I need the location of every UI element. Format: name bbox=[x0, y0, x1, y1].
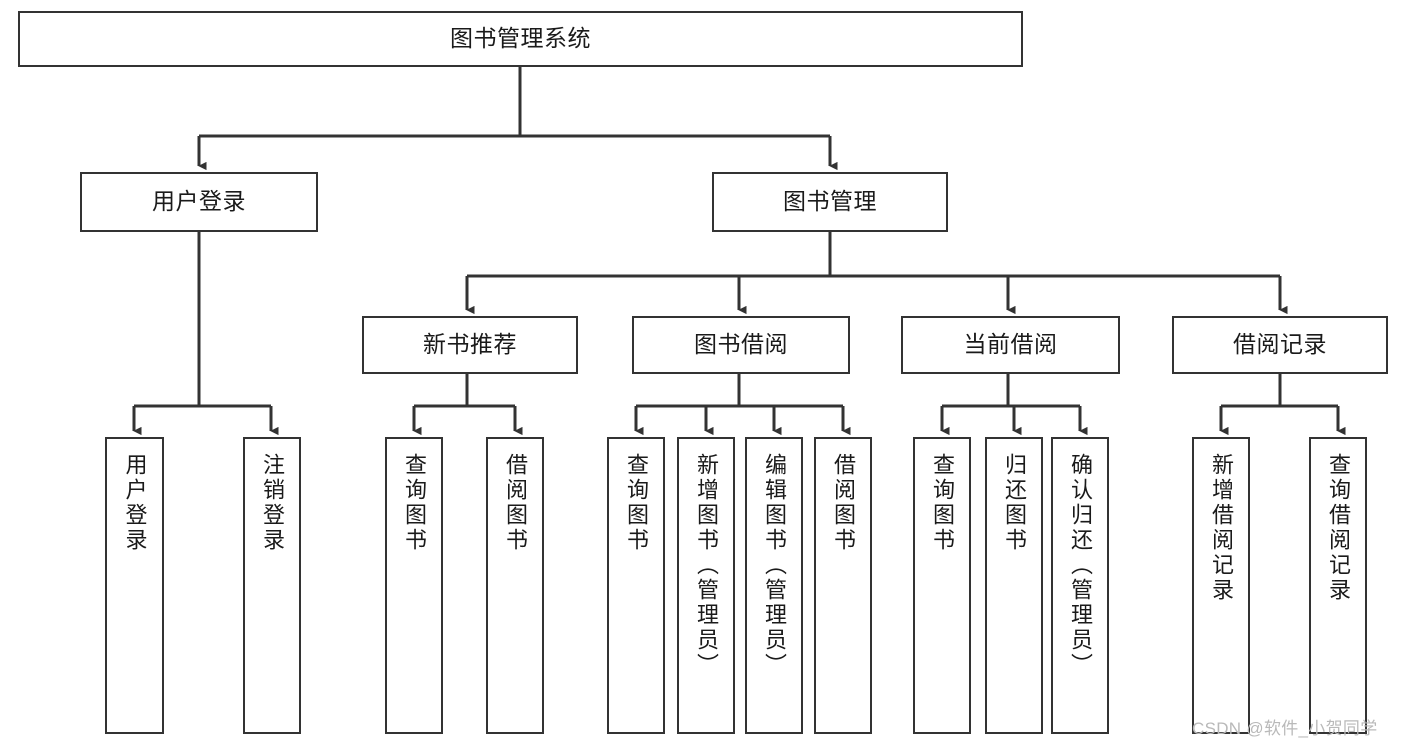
node-leaf-confirm-return[interactable]: 确认归还（管理员） bbox=[1051, 437, 1109, 734]
node-leaf-return-book[interactable]: 归还图书 bbox=[985, 437, 1043, 734]
node-label: 图书管理系统 bbox=[450, 25, 591, 52]
node-book-borrow[interactable]: 图书借阅 bbox=[632, 316, 850, 374]
node-label: 编辑图书（管理员） bbox=[762, 453, 787, 678]
node-leaf-query-record[interactable]: 查询借阅记录 bbox=[1309, 437, 1367, 734]
node-current-borrow[interactable]: 当前借阅 bbox=[901, 316, 1120, 374]
csdn-watermark: CSDN @软件_小贺同学 bbox=[1192, 719, 1378, 738]
node-leaf-user-login[interactable]: 用户登录 bbox=[105, 437, 164, 734]
node-label: 归还图书 bbox=[1002, 453, 1027, 553]
node-label: 当前借阅 bbox=[963, 331, 1058, 358]
node-book-manage[interactable]: 图书管理 bbox=[712, 172, 948, 232]
node-label: 图书借阅 bbox=[694, 331, 788, 358]
node-leaf-logout[interactable]: 注销登录 bbox=[243, 437, 301, 734]
node-label: 确认归还（管理员） bbox=[1068, 453, 1093, 678]
node-label: 借阅图书 bbox=[503, 453, 528, 553]
node-leaf-borrow-book-1[interactable]: 借阅图书 bbox=[486, 437, 544, 734]
node-label: 查询图书 bbox=[624, 453, 649, 553]
node-label: 用户登录 bbox=[152, 188, 246, 215]
node-new-book-recommend[interactable]: 新书推荐 bbox=[362, 316, 578, 374]
node-label: 借阅记录 bbox=[1233, 331, 1327, 358]
node-label: 查询借阅记录 bbox=[1326, 453, 1351, 603]
node-root-system[interactable]: 图书管理系统 bbox=[18, 11, 1023, 67]
node-leaf-borrow-book-2[interactable]: 借阅图书 bbox=[814, 437, 872, 734]
node-label: 查询图书 bbox=[402, 453, 427, 553]
node-user-login[interactable]: 用户登录 bbox=[80, 172, 318, 232]
node-leaf-query-book-3[interactable]: 查询图书 bbox=[913, 437, 971, 734]
node-leaf-query-book-1[interactable]: 查询图书 bbox=[385, 437, 443, 734]
node-leaf-add-record[interactable]: 新增借阅记录 bbox=[1192, 437, 1250, 734]
node-borrow-record[interactable]: 借阅记录 bbox=[1172, 316, 1388, 374]
node-leaf-query-book-2[interactable]: 查询图书 bbox=[607, 437, 665, 734]
node-label: 查询图书 bbox=[930, 453, 955, 553]
node-label: 新书推荐 bbox=[423, 331, 517, 358]
node-leaf-add-book[interactable]: 新增图书（管理员） bbox=[677, 437, 735, 734]
node-label: 借阅图书 bbox=[831, 453, 856, 553]
node-label: 用户登录 bbox=[122, 453, 148, 553]
node-label: 新增图书（管理员） bbox=[694, 453, 719, 678]
node-label: 新增借阅记录 bbox=[1209, 453, 1234, 603]
node-label: 图书管理 bbox=[783, 188, 877, 215]
node-label: 注销登录 bbox=[260, 453, 285, 553]
node-leaf-edit-book[interactable]: 编辑图书（管理员） bbox=[745, 437, 803, 734]
